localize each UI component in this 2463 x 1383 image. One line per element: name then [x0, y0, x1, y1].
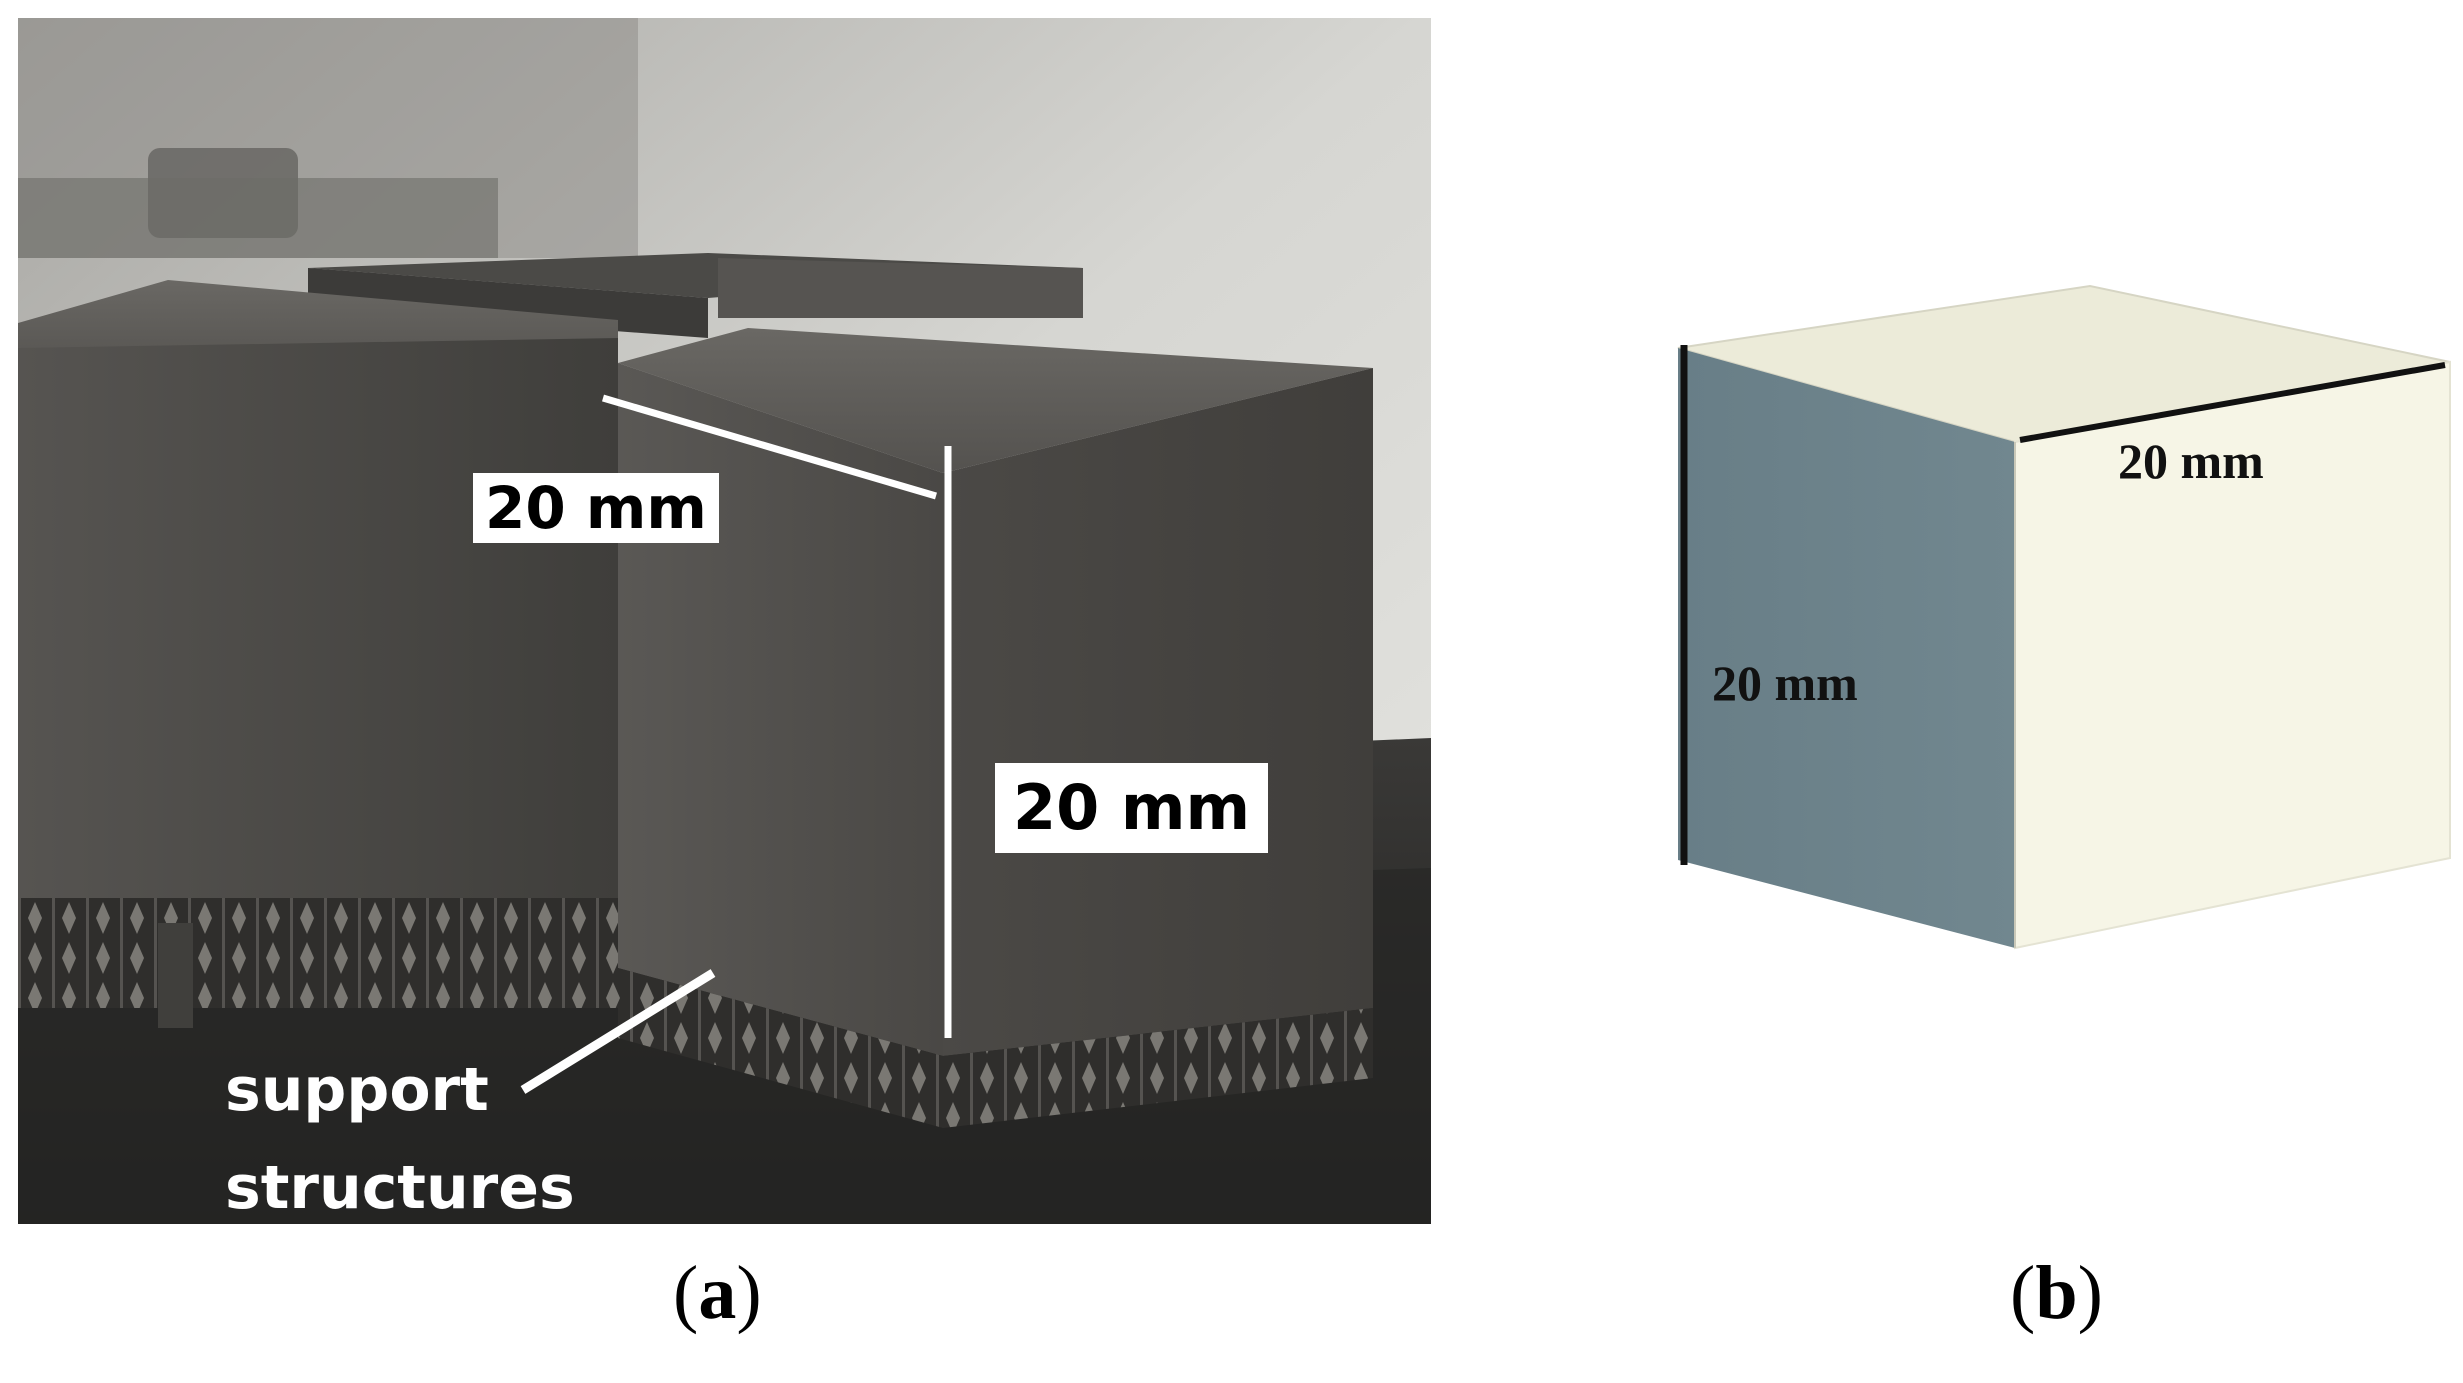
drawing-label-top-edge: 20 mm: [2118, 433, 2264, 489]
support-structures-label-line1: support: [225, 1055, 489, 1125]
caption-b-open: (: [2010, 1251, 2036, 1335]
printed-cubes-photo: [18, 18, 1431, 1224]
caption-a-letter: a: [698, 1251, 737, 1335]
caption-a-close: ): [736, 1251, 762, 1335]
drawing-panel-b: 20 mm 20 mm: [1640, 270, 2460, 970]
cube-drawing: [1677, 284, 2451, 950]
caption-a: (a): [673, 1255, 762, 1331]
caption-b-close: ): [2077, 1251, 2103, 1335]
caption-b-letter: b: [2035, 1251, 2078, 1335]
support-structures-label-line2: structures: [225, 1153, 575, 1223]
drawing-label-vertical-edge: 20 mm: [1712, 655, 1858, 711]
caption-a-open: (: [673, 1251, 699, 1335]
photo-label-vertical-edge: 20 mm: [995, 763, 1269, 853]
photo-panel-a: 20 mm 20 mm support structures: [18, 18, 1431, 1224]
caption-b: (b): [2010, 1255, 2103, 1331]
photo-label-top-edge: 20 mm: [473, 473, 719, 543]
